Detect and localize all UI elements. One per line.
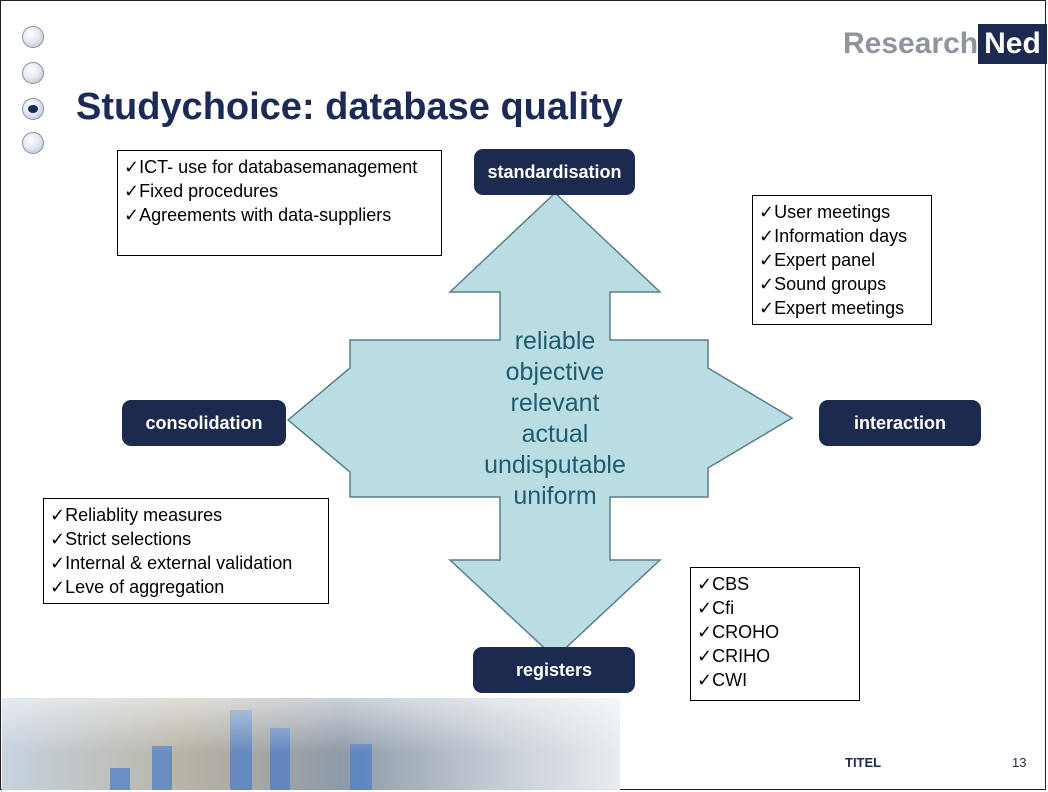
- list-item: Reliablity measures: [50, 503, 322, 527]
- node-consolidation: consolidation: [122, 400, 286, 446]
- list-item: Information days: [759, 224, 925, 248]
- term-uniform: uniform: [513, 482, 597, 510]
- nav-bullet-2[interactable]: [22, 62, 44, 84]
- list-item: CROHO: [697, 620, 853, 644]
- logo-box: Ned: [978, 24, 1047, 64]
- node-registers: registers: [473, 647, 635, 693]
- list-item: Expert meetings: [759, 296, 925, 320]
- list-item: Sound groups: [759, 272, 925, 296]
- list-item: CBS: [697, 572, 853, 596]
- nav-bullet-4[interactable]: [22, 132, 44, 154]
- registers-details: CBS Cfi CROHO CRIHO CWI: [690, 567, 860, 701]
- list-item: CWI: [697, 668, 853, 692]
- nav-bullet-3-active[interactable]: [22, 98, 44, 120]
- consolidation-details: Reliablity measures Strict selections In…: [43, 498, 329, 604]
- term-objective: objective: [505, 358, 605, 386]
- term-actual: actual: [521, 420, 589, 448]
- list-item: Cfi: [697, 596, 853, 620]
- term-undisputable: undisputable: [484, 451, 626, 479]
- slide-title: Studychoice: database quality: [76, 86, 623, 128]
- list-item: ICT- use for databasemanagement: [124, 155, 435, 179]
- quality-terms: reliable objective relevant actual undis…: [455, 326, 655, 512]
- page-number: 13: [1012, 755, 1027, 770]
- footer-title: TITEL: [845, 755, 882, 770]
- list-item: User meetings: [759, 200, 925, 224]
- node-interaction: interaction: [819, 400, 981, 446]
- term-reliable: reliable: [514, 327, 596, 355]
- list-item: Fixed procedures: [124, 179, 435, 203]
- node-standardisation: standardisation: [474, 149, 635, 195]
- list-item: CRIHO: [697, 644, 853, 668]
- list-item: Leve of aggregation: [50, 575, 322, 599]
- term-relevant: relevant: [510, 389, 600, 417]
- list-item: Expert panel: [759, 248, 925, 272]
- standardisation-details: ICT- use for databasemanagement Fixed pr…: [117, 150, 442, 256]
- footer-photo-collage: [2, 698, 620, 790]
- interaction-details: User meetings Information days Expert pa…: [752, 195, 932, 325]
- nav-bullet-1[interactable]: [22, 26, 44, 48]
- list-item: Agreements with data-suppliers: [124, 203, 435, 227]
- list-item: Strict selections: [50, 527, 322, 551]
- logo-text: Research: [843, 27, 979, 60]
- list-item: Internal & external validation: [50, 551, 322, 575]
